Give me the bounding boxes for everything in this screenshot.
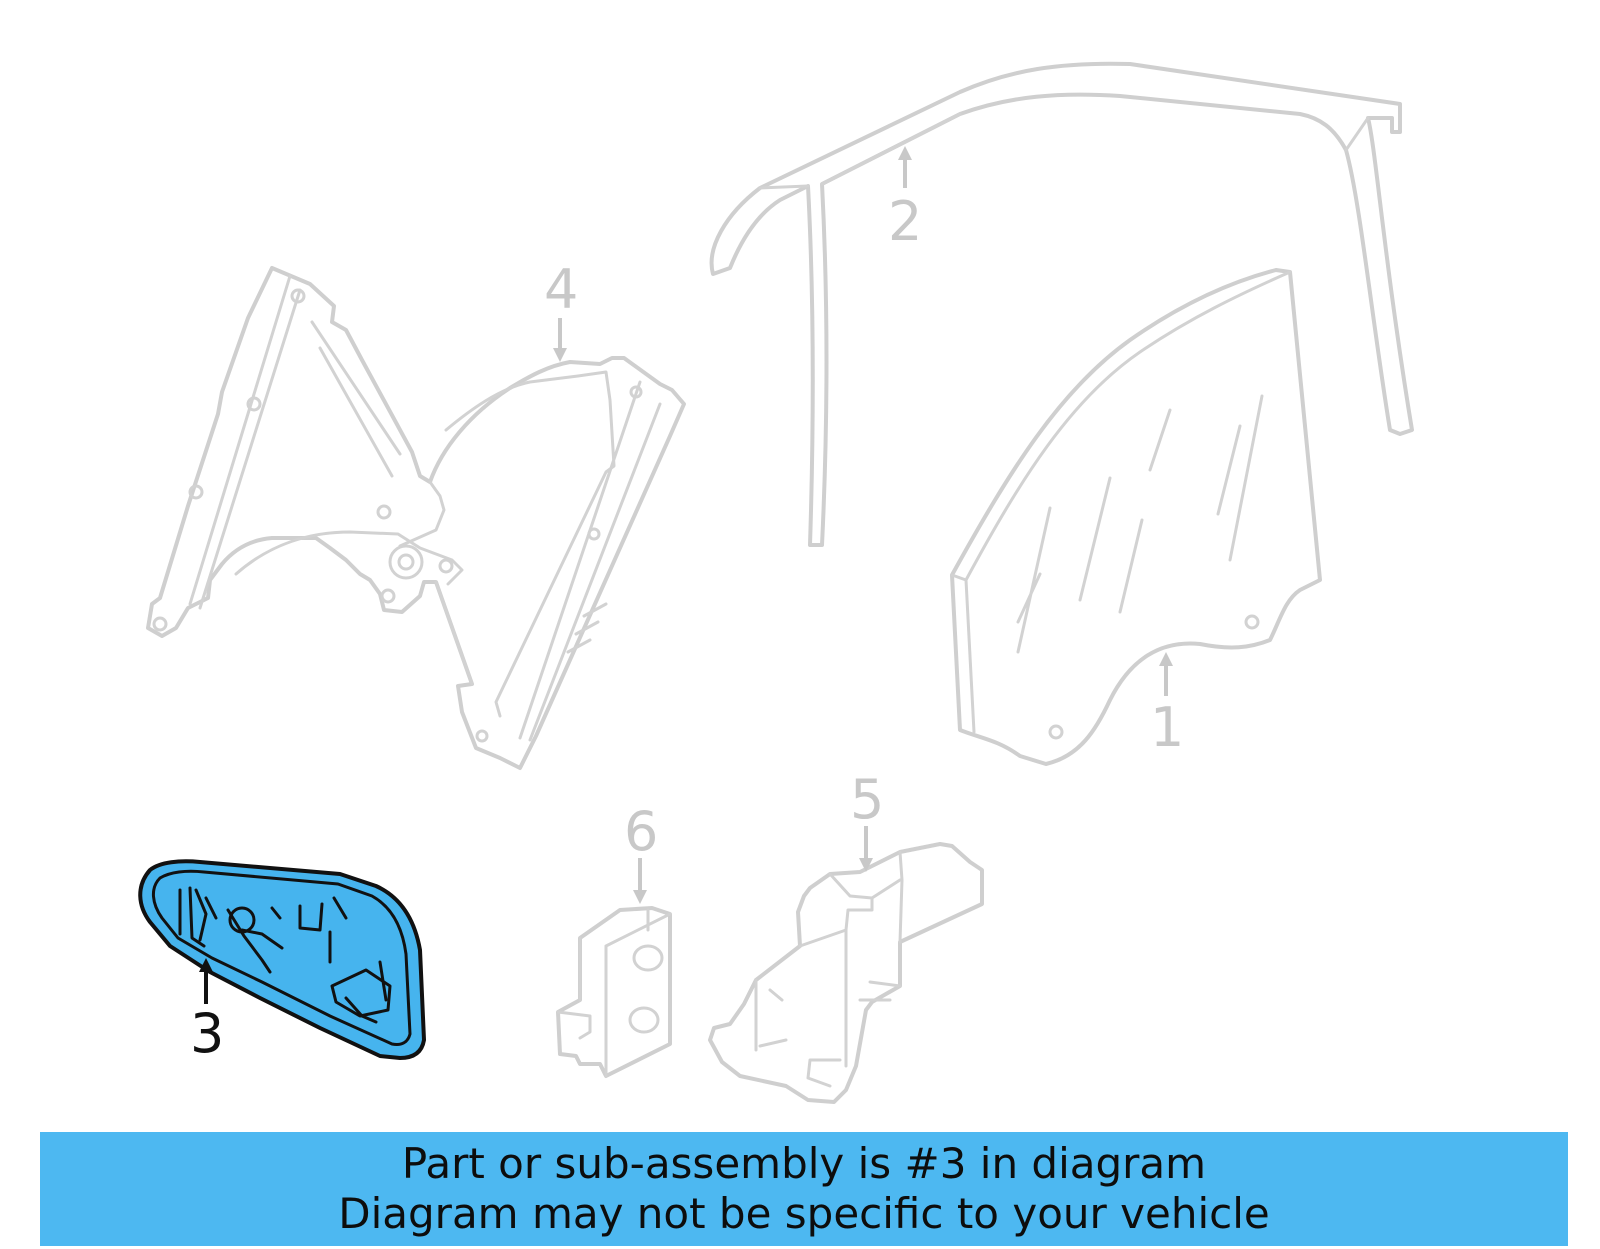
banner-line-part-number: Part or sub-assembly is #3 in diagram	[401, 1139, 1207, 1188]
callout-5-label: 5	[850, 768, 884, 831]
part-2-run-channel[interactable]	[709, 61, 1414, 547]
callout-2-label: 2	[888, 190, 922, 253]
callout-3: 3	[190, 958, 224, 1065]
callout-3-label: 3	[190, 1002, 224, 1065]
part-5-window-motor[interactable]	[708, 842, 984, 1104]
callout-1: 1	[1150, 652, 1184, 759]
callout-5: 5	[850, 768, 884, 872]
part-3-access-cover-highlighted[interactable]	[138, 859, 426, 1060]
callout-1-label: 1	[1150, 696, 1184, 759]
disclaimer-banner: Part or sub-assembly is #3 in diagram Di…	[40, 1132, 1568, 1246]
part-6-bracket[interactable]	[556, 906, 672, 1078]
banner-line-disclaimer: Diagram may not be specific to your vehi…	[338, 1189, 1270, 1238]
callout-6-label: 6	[624, 800, 658, 863]
callout-2: 2	[888, 146, 922, 253]
part-1-door-glass[interactable]	[950, 268, 1322, 766]
parts-diagram: 2 1 4	[138, 61, 1414, 1104]
callout-4-label: 4	[544, 258, 578, 321]
part-4-window-regulator[interactable]	[146, 266, 686, 770]
callout-4: 4	[544, 258, 578, 362]
callout-6: 6	[624, 800, 658, 904]
